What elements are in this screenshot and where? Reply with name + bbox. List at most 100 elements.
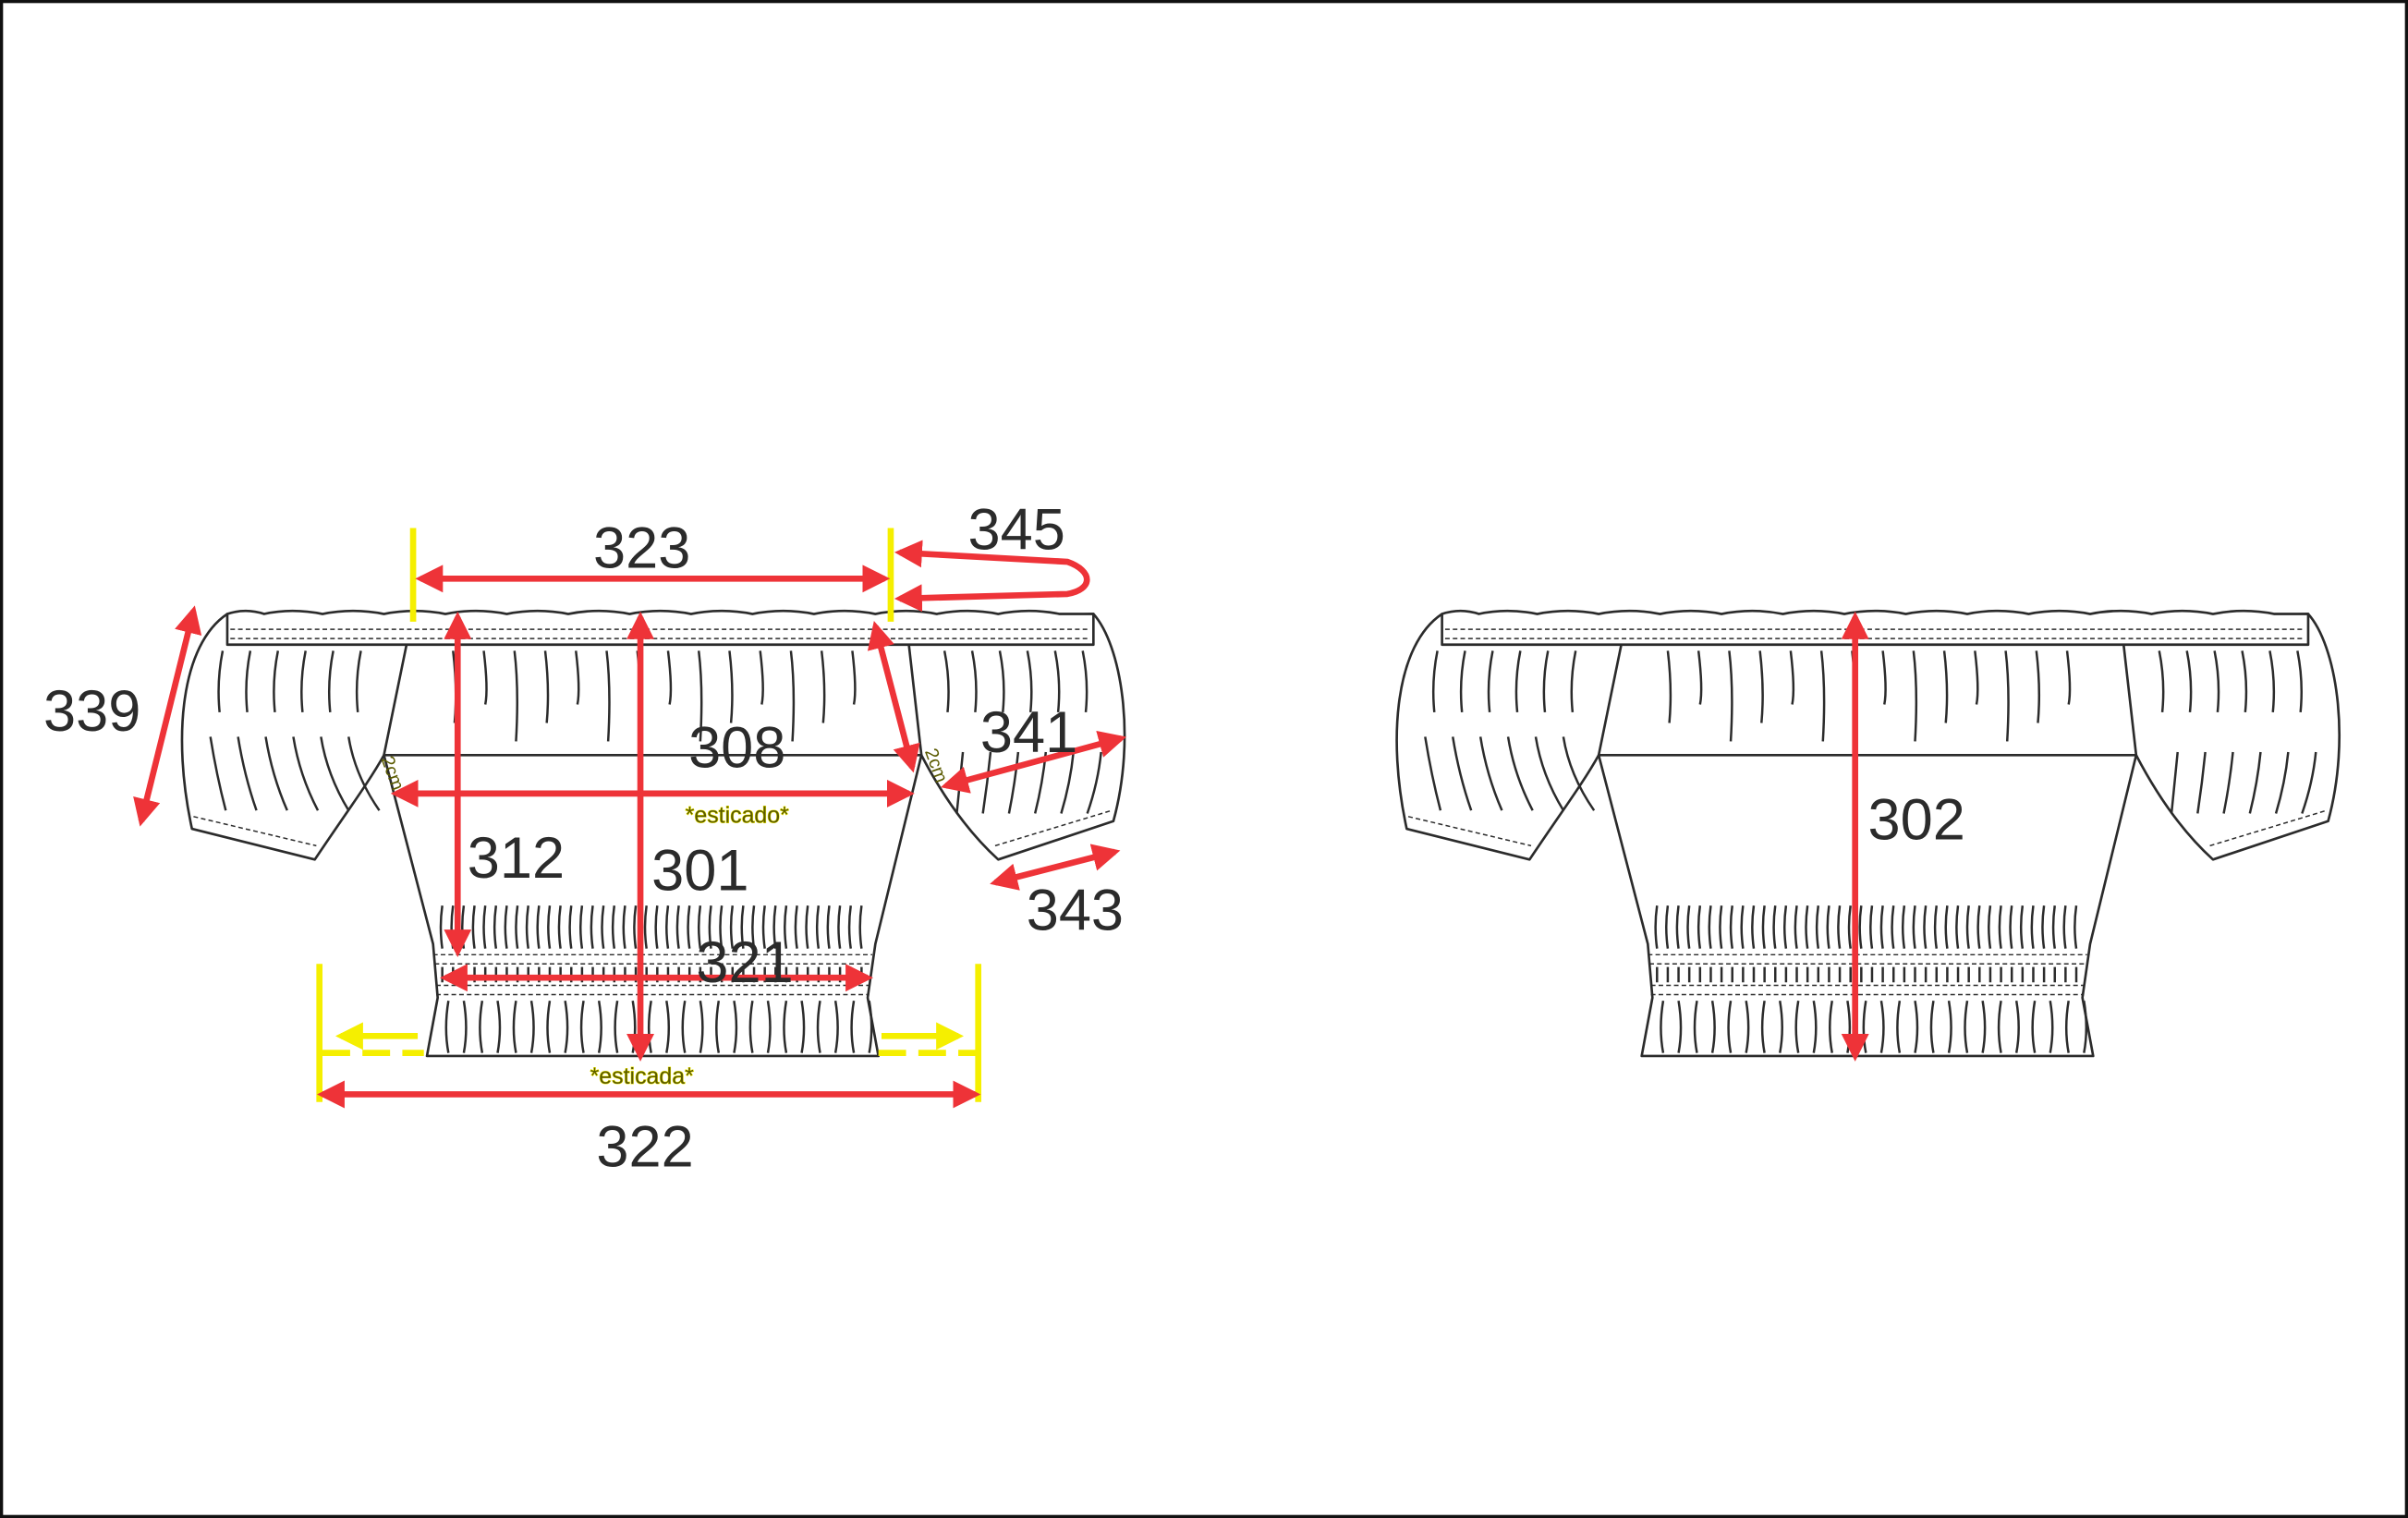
- ruffle-line: [579, 1000, 602, 1053]
- gather-line: [237, 736, 258, 811]
- label-341: 341: [980, 700, 1077, 765]
- gather-line: [300, 650, 307, 712]
- gather-line: [2274, 751, 2290, 814]
- smocking-line: [1729, 905, 1733, 983]
- gather-line: [209, 736, 227, 811]
- ruffle-line: [681, 1000, 704, 1053]
- gather-line: [1562, 736, 1596, 811]
- gather-line: [1881, 650, 1887, 705]
- ruffle-line: [479, 1000, 502, 1053]
- ruffle-line: [850, 1000, 873, 1053]
- smocking-line: [1772, 905, 1777, 983]
- gather-line: [1506, 736, 1534, 811]
- gather-line: [1666, 650, 1672, 723]
- gather-line: [2065, 650, 2072, 705]
- ruffle-line: [1693, 1000, 1716, 1053]
- smocking-line: [1955, 905, 1960, 983]
- arrow-armhole: [867, 621, 920, 773]
- gather-line: [2035, 650, 2041, 723]
- gather-line: [943, 650, 950, 712]
- smocking-line: [1944, 905, 1949, 983]
- label-339: 339: [43, 679, 140, 744]
- smocking-line: [1923, 905, 1928, 983]
- gather-line: [1424, 736, 1442, 811]
- smocking-line: [1719, 905, 1723, 983]
- smocking-line: [1891, 905, 1895, 983]
- gather-line: [1974, 650, 1979, 705]
- ruffle-line: [546, 1000, 569, 1053]
- smocking-line: [1998, 905, 2002, 983]
- label-301: 301: [651, 839, 748, 904]
- label-321: 321: [696, 930, 793, 995]
- smocking-line: [1782, 905, 1788, 983]
- arrow-341: [941, 730, 1127, 794]
- gather-line: [320, 736, 350, 811]
- gather-line: [513, 650, 519, 742]
- ruffle-line: [1660, 1000, 1683, 1053]
- gather-line: [851, 650, 857, 705]
- label-323: 323: [593, 516, 690, 581]
- ruffle-line: [1929, 1000, 1952, 1053]
- smocking-line: [1965, 905, 1970, 983]
- smocking-line: [2019, 905, 2025, 983]
- gather-line: [1789, 650, 1795, 705]
- note-esticado: *esticado*: [686, 802, 789, 828]
- ruffle-line: [816, 1000, 839, 1053]
- gather-line: [1478, 736, 1503, 811]
- smocking-line: [1740, 905, 1745, 983]
- smocking-line: [1697, 905, 1702, 983]
- ruffle-line: [1727, 1000, 1750, 1053]
- gather-line: [575, 650, 580, 705]
- gather-line: [970, 650, 978, 712]
- smocking-line: [1675, 905, 1680, 983]
- note-esticada: *esticada*: [590, 1063, 694, 1089]
- label-302: 302: [1867, 788, 1964, 853]
- reference-lines: [316, 528, 982, 1102]
- label-322: 322: [596, 1115, 693, 1180]
- ruffle-line: [444, 1000, 468, 1053]
- measurement-arrows: [133, 540, 1869, 1109]
- gather-line: [1487, 650, 1494, 712]
- arrow-339: [133, 605, 202, 827]
- ruffle-line: [512, 1000, 535, 1053]
- gather-line: [666, 650, 673, 705]
- smocking-line: [1751, 905, 1756, 983]
- gather-line: [543, 650, 550, 723]
- gather-line: [482, 650, 488, 705]
- gather-line: [2185, 650, 2193, 712]
- smocking-line: [2062, 905, 2067, 983]
- gather-line: [292, 736, 320, 811]
- smocking-line: [1933, 905, 1939, 983]
- gather-line: [2241, 650, 2248, 712]
- gather-line: [1452, 736, 1473, 811]
- smocking-line: [1879, 905, 1884, 983]
- ruffle-line: [1964, 1000, 1987, 1053]
- smocking-line: [1805, 905, 1809, 983]
- gather-line: [2301, 751, 2317, 814]
- smocking-line: [1708, 905, 1712, 983]
- smocking-line: [1815, 905, 1820, 983]
- ruffle-line: [783, 1000, 806, 1053]
- smocking-line: [1837, 905, 1842, 983]
- smocking-line: [1665, 905, 1670, 983]
- gather-line: [728, 650, 734, 723]
- gather-line: [1534, 736, 1564, 811]
- gather-line: [2268, 650, 2276, 712]
- smocking-line: [1826, 905, 1830, 983]
- ruffle-line: [1760, 1000, 1783, 1053]
- gather-line: [245, 650, 252, 712]
- gather-line: [1758, 650, 1764, 723]
- gather-line: [264, 736, 288, 811]
- gather-line: [2196, 751, 2207, 814]
- smocking-line: [1901, 905, 1906, 983]
- gather-line: [347, 736, 381, 811]
- gather-line: [2248, 751, 2262, 814]
- gather-line: [998, 650, 1005, 712]
- ruffle-line: [2031, 1000, 2054, 1053]
- gather-line: [1514, 650, 1522, 712]
- gather-line: [1942, 650, 1949, 723]
- smocking-line: [1761, 905, 1766, 983]
- ruffle-line: [1794, 1000, 1818, 1053]
- ruffle-line: [715, 1000, 738, 1053]
